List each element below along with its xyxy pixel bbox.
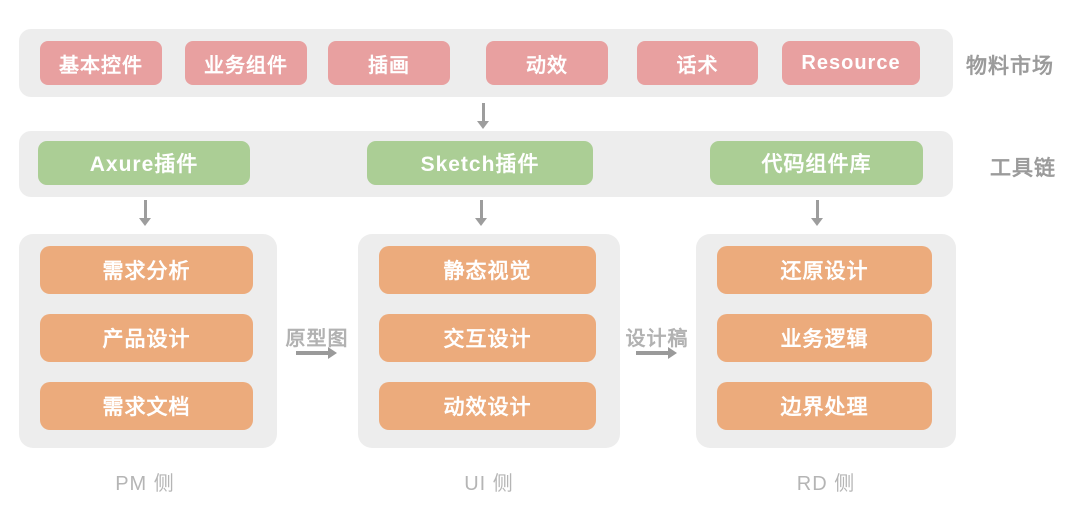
- down-arrow-icon: [475, 200, 487, 226]
- toolchain-side-label: 工具链: [990, 157, 1056, 180]
- market-chip-illustration: 插画: [328, 41, 450, 85]
- task-chip-edge-handling: 边界处理: [717, 382, 932, 430]
- material-market-panel: 基本控件 业务组件 插画 动效 话术 Resource: [19, 29, 953, 97]
- rd-column-panel: 还原设计 业务逻辑 边界处理: [696, 234, 956, 448]
- down-arrow-icon: [477, 103, 489, 129]
- pm-column-panel: 需求分析 产品设计 需求文档: [19, 234, 277, 448]
- tool-chip-axure-plugin: Axure插件: [38, 141, 250, 185]
- market-chip-basic-controls: 基本控件: [40, 41, 162, 85]
- footer-label-pm: PM 侧: [115, 473, 175, 495]
- task-chip-interaction-design: 交互设计: [379, 314, 596, 362]
- tool-chip-code-library: 代码组件库: [710, 141, 923, 185]
- flow-label-prototype: 原型图: [285, 328, 349, 350]
- footer-label-ui: UI 侧: [464, 473, 514, 495]
- task-chip-design-restore: 还原设计: [717, 246, 932, 294]
- ui-column-panel: 静态视觉 交互设计 动效设计: [358, 234, 620, 448]
- task-chip-requirement-doc: 需求文档: [40, 382, 253, 430]
- task-chip-business-logic: 业务逻辑: [717, 314, 932, 362]
- right-arrow-icon: [636, 347, 677, 359]
- market-chip-copywriting: 话术: [637, 41, 758, 85]
- task-chip-requirement-analysis: 需求分析: [40, 246, 253, 294]
- tool-chip-sketch-plugin: Sketch插件: [367, 141, 593, 185]
- task-chip-product-design: 产品设计: [40, 314, 253, 362]
- task-chip-static-visual: 静态视觉: [379, 246, 596, 294]
- footer-label-rd: RD 侧: [796, 473, 856, 495]
- task-chip-motion-design: 动效设计: [379, 382, 596, 430]
- toolchain-panel: Axure插件 Sketch插件 代码组件库: [19, 131, 953, 197]
- down-arrow-icon: [811, 200, 823, 226]
- right-arrow-icon: [296, 347, 337, 359]
- market-chip-motion: 动效: [486, 41, 608, 85]
- market-chip-business-components: 业务组件: [185, 41, 307, 85]
- flow-label-design-draft: 设计稿: [625, 328, 689, 350]
- market-chip-resource: Resource: [782, 41, 920, 85]
- material-market-side-label: 物料市场: [966, 55, 1054, 78]
- down-arrow-icon: [139, 200, 151, 226]
